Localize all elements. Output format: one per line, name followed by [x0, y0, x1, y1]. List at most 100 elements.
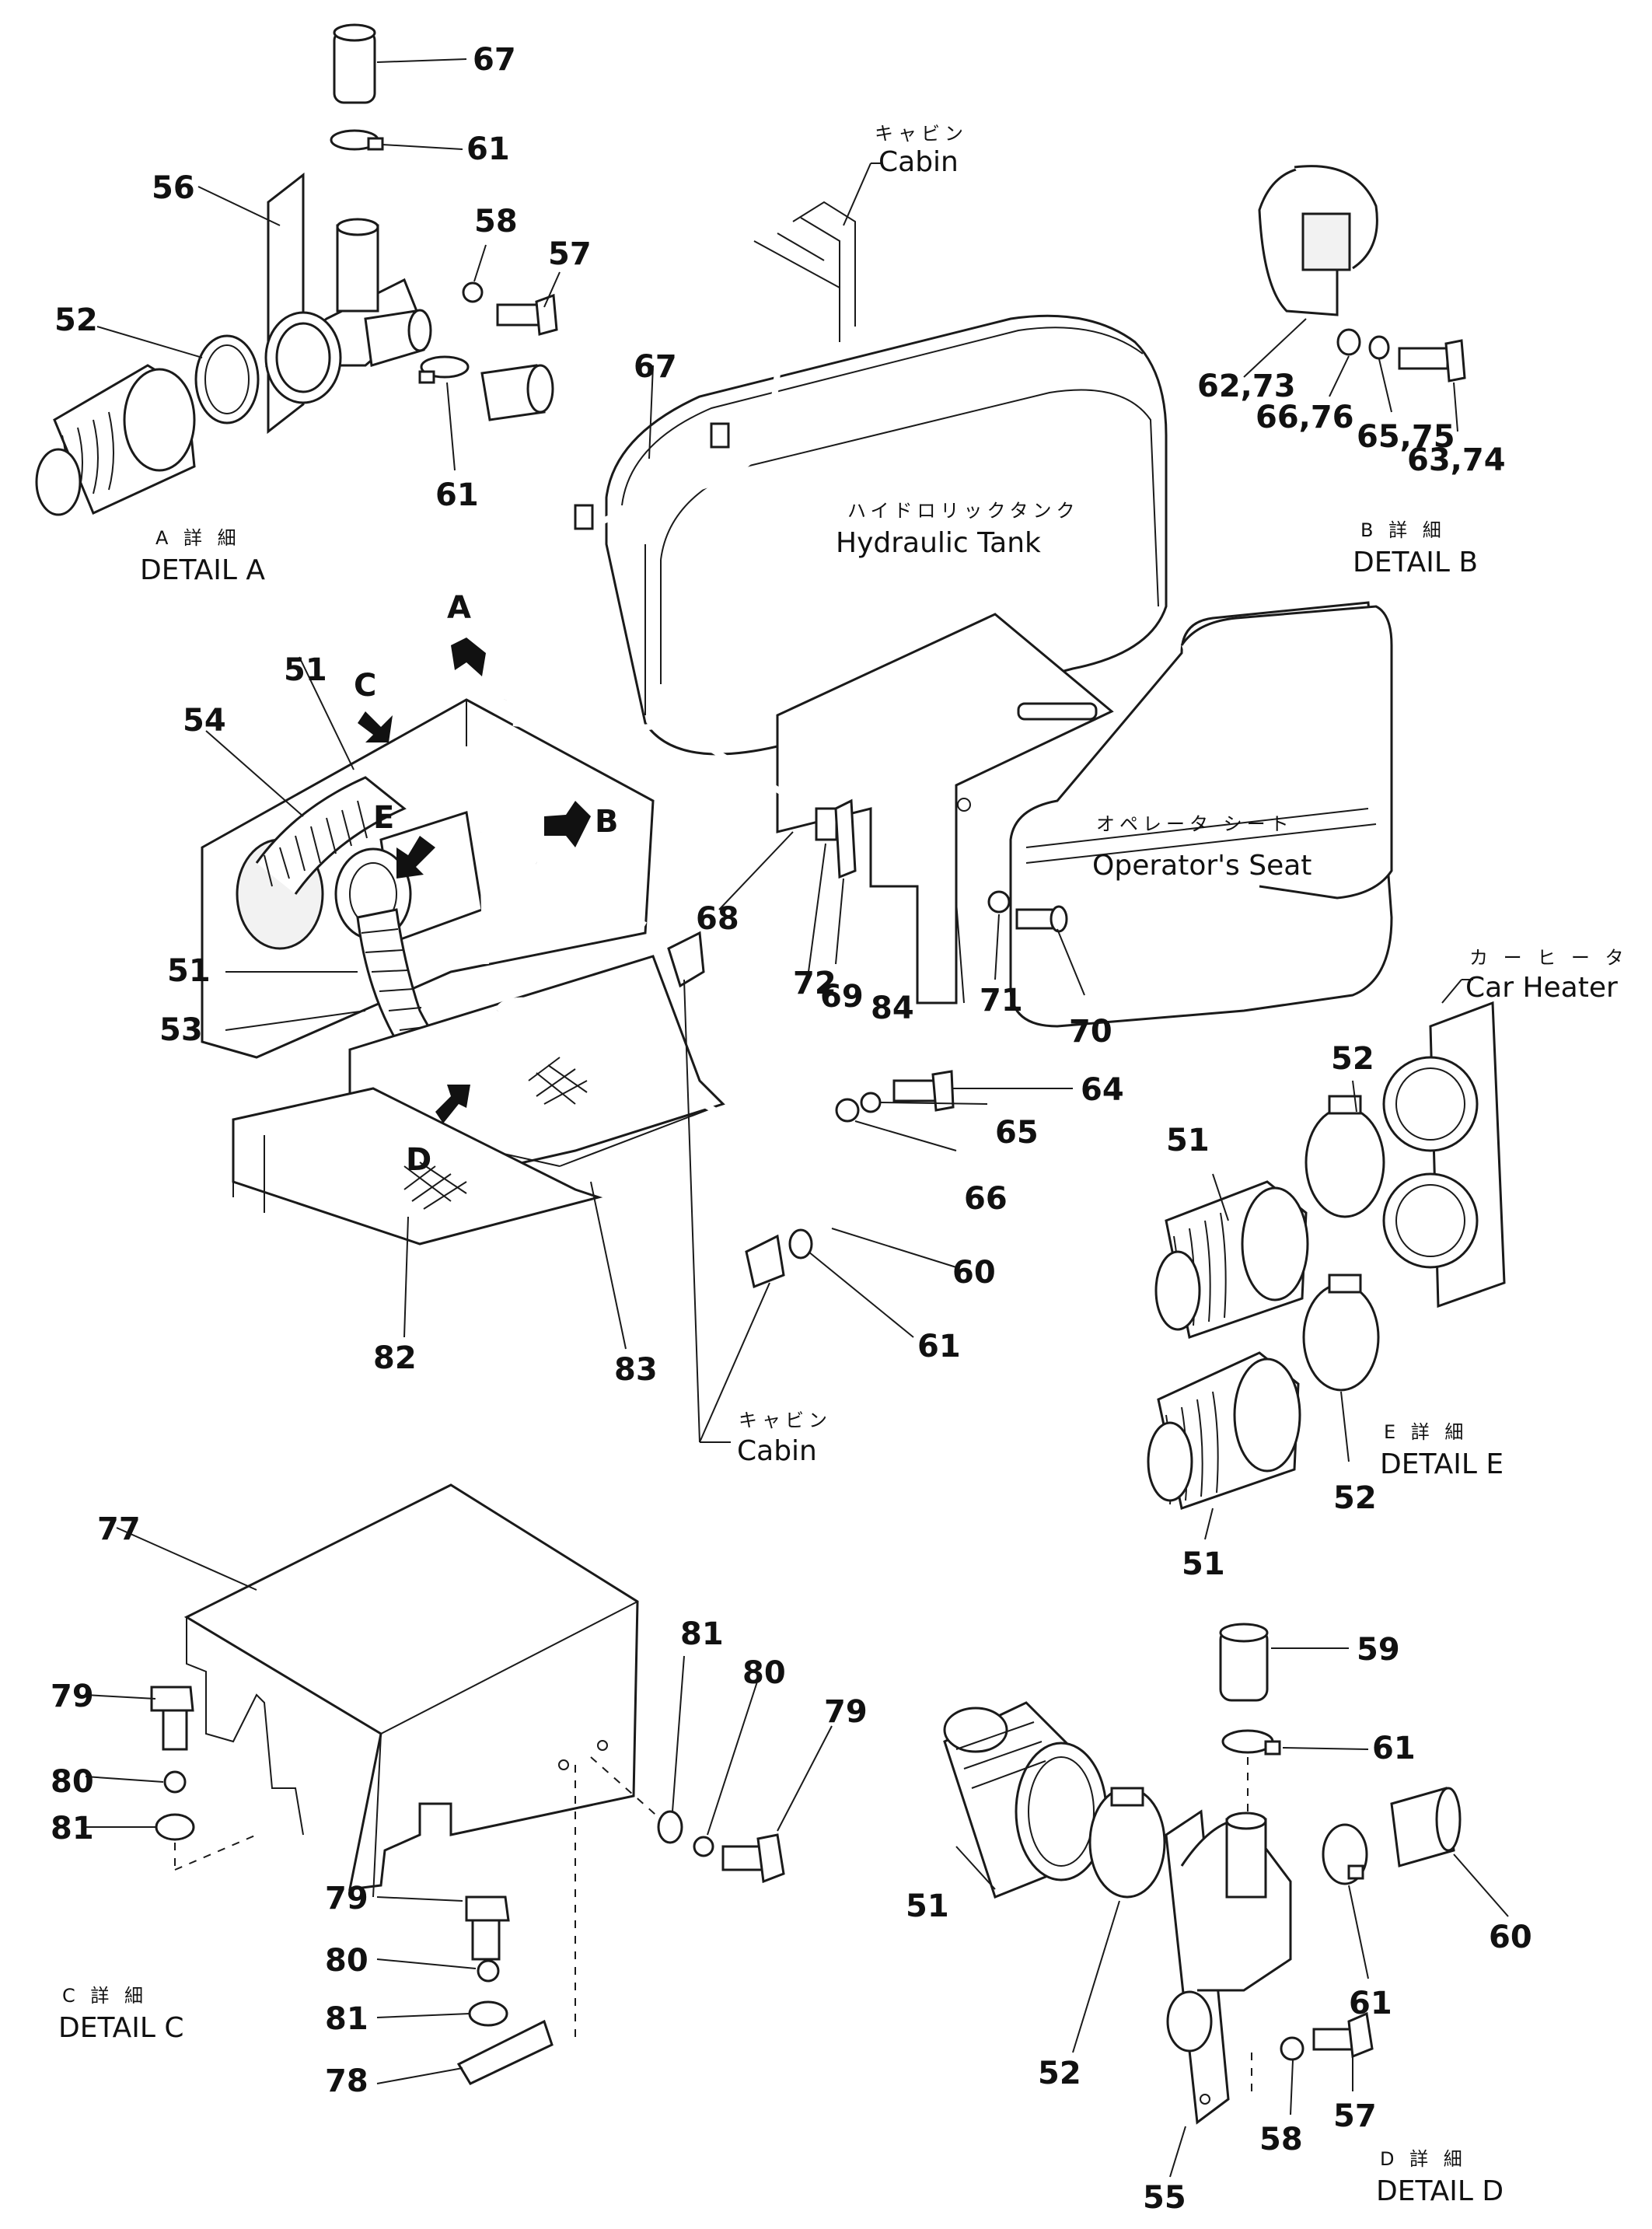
part-number: 58 — [474, 204, 518, 239]
bolt-63-74 — [1398, 339, 1466, 383]
detail-a-title: DETAIL A — [140, 554, 265, 586]
part-number: 79 — [51, 1679, 94, 1714]
part-number: 57 — [1333, 2098, 1377, 2134]
operators-seat-label: Operator's Seat — [1092, 850, 1311, 882]
part-number-labels: 67 61 56 58 57 52 61 67 62,73 66,76 65,7… — [51, 42, 1532, 2216]
part-number: 79 — [824, 1694, 868, 1730]
part-number: 60 — [952, 1255, 996, 1291]
view-arrow-a — [451, 638, 486, 676]
cabin-top-label-jp: キャビン — [875, 123, 968, 145]
detail-a — [35, 23, 561, 516]
bolt-79-detail-c-bottom — [465, 1895, 510, 1961]
part-number: 81 — [51, 1811, 94, 1846]
view-marker-d: D — [406, 1142, 431, 1178]
clamp-61-detail-d-upper — [1221, 1729, 1281, 1756]
part-number: 68 — [696, 901, 739, 937]
car-heater-label-jp: カ ー ヒ ー タ — [1469, 947, 1629, 969]
main-assembly — [201, 162, 1393, 1443]
part-number: 80 — [742, 1655, 786, 1691]
bracket-plate-84 — [776, 613, 1114, 1004]
clamp-69 — [834, 798, 857, 879]
bellows-51-detail-e-upper — [1154, 1180, 1309, 1339]
bolt-70 — [1015, 905, 1068, 933]
hose-67-detail-a — [333, 23, 376, 104]
part-number: 65 — [995, 1115, 1039, 1151]
part-number: 55 — [1143, 2180, 1186, 2216]
hydraulic-tank-label-jp: ハイドロリックタンク — [847, 500, 1080, 522]
part-number: 81 — [680, 1616, 724, 1652]
part-number: 66 — [964, 1181, 1008, 1217]
cabin-clip-lower — [745, 1234, 785, 1289]
hose-60-main — [494, 997, 859, 1239]
part-number: 61 — [435, 477, 479, 513]
washer-81-detail-c-left — [155, 1813, 195, 1841]
part-number: 83 — [614, 1352, 658, 1388]
part-number: 51 — [906, 1888, 949, 1924]
part-number: 61 — [917, 1329, 961, 1364]
ring-80-detail-c-right — [693, 1836, 714, 1857]
part-number: 51 — [1166, 1123, 1210, 1158]
part-number: 78 — [325, 2063, 368, 2099]
car-heater — [1382, 1001, 1506, 1308]
view-marker-a: A — [447, 590, 471, 626]
clamp-61-main — [788, 1228, 813, 1259]
clamp-72 — [815, 807, 838, 841]
part-number: 58 — [1259, 2122, 1303, 2157]
view-marker-e: E — [373, 800, 394, 836]
part-number: 67 — [634, 349, 677, 385]
hose-67-main — [502, 303, 781, 700]
bolt-57-detail-d — [1312, 2011, 1374, 2059]
part-number: 53 — [159, 1012, 203, 1048]
ring-58-detail-d — [1280, 2036, 1304, 2061]
bolt-57-detail-a — [496, 293, 558, 336]
component-labels: キャビン Cabin ハイドロリックタンク Hydraulic Tank オペレ… — [58, 123, 1629, 2207]
bellows-51-detail-d — [943, 1701, 1108, 1899]
view-arrow-e — [396, 836, 435, 879]
cabin-bottom-label-jp: キャビン — [739, 1410, 832, 1431]
part-number: 60 — [1489, 1920, 1532, 1955]
car-heater-label: Car Heater — [1465, 972, 1618, 1004]
part-number: 56 — [152, 170, 195, 206]
detail-e-title: DETAIL E — [1380, 1448, 1504, 1480]
part-number: 61 — [1349, 1986, 1392, 2021]
bracket-78 — [456, 2019, 554, 2085]
ring-65 — [860, 1092, 882, 1113]
part-number: 84 — [871, 990, 914, 1026]
part-number: 52 — [1038, 2056, 1081, 2091]
operators-seat-label-jp: オペレータ シート — [1096, 813, 1294, 835]
cabin-top-label: Cabin — [878, 146, 959, 178]
part-number: 70 — [1069, 1014, 1112, 1050]
detail-d-title: DETAIL D — [1376, 2175, 1504, 2207]
part-number: 77 — [97, 1511, 141, 1547]
cover-77 — [183, 1483, 639, 1898]
bracket-62-73 — [1258, 165, 1378, 316]
part-number: 69 — [820, 979, 864, 1015]
washer-66-76 — [1336, 328, 1361, 356]
view-marker-labels: A C B E D — [354, 590, 619, 1178]
part-number: 51 — [167, 953, 211, 989]
clamp-52-detail-e-upper — [1304, 1095, 1385, 1218]
part-number: 79 — [325, 1881, 368, 1916]
part-number: 80 — [325, 1943, 368, 1979]
cabin-clip-upper — [667, 931, 705, 988]
cabin-frame-top — [753, 201, 856, 342]
ring-80-detail-c-bottom — [477, 1959, 500, 1983]
detail-e — [1147, 979, 1506, 1540]
ring-80-detail-c-left — [163, 1770, 187, 1794]
part-number: 51 — [284, 652, 327, 688]
hose-stub-detail-a — [480, 364, 554, 421]
clamp-52-detail-d — [1088, 1787, 1166, 1899]
bellows-duct-detail-a — [35, 364, 196, 516]
view-marker-b: B — [595, 804, 619, 840]
bolt-64 — [892, 1070, 955, 1112]
part-number: 66,76 — [1256, 400, 1354, 435]
part-number: 82 — [373, 1340, 417, 1376]
clamp-61-lower-detail-a — [418, 355, 470, 384]
part-number: 81 — [325, 2001, 368, 2037]
detail-e-title-jp: E 詳 細 — [1384, 1421, 1468, 1443]
part-number: 65,75 — [1357, 419, 1455, 455]
part-number: 67 — [473, 42, 516, 78]
view-marker-c: C — [354, 668, 376, 704]
